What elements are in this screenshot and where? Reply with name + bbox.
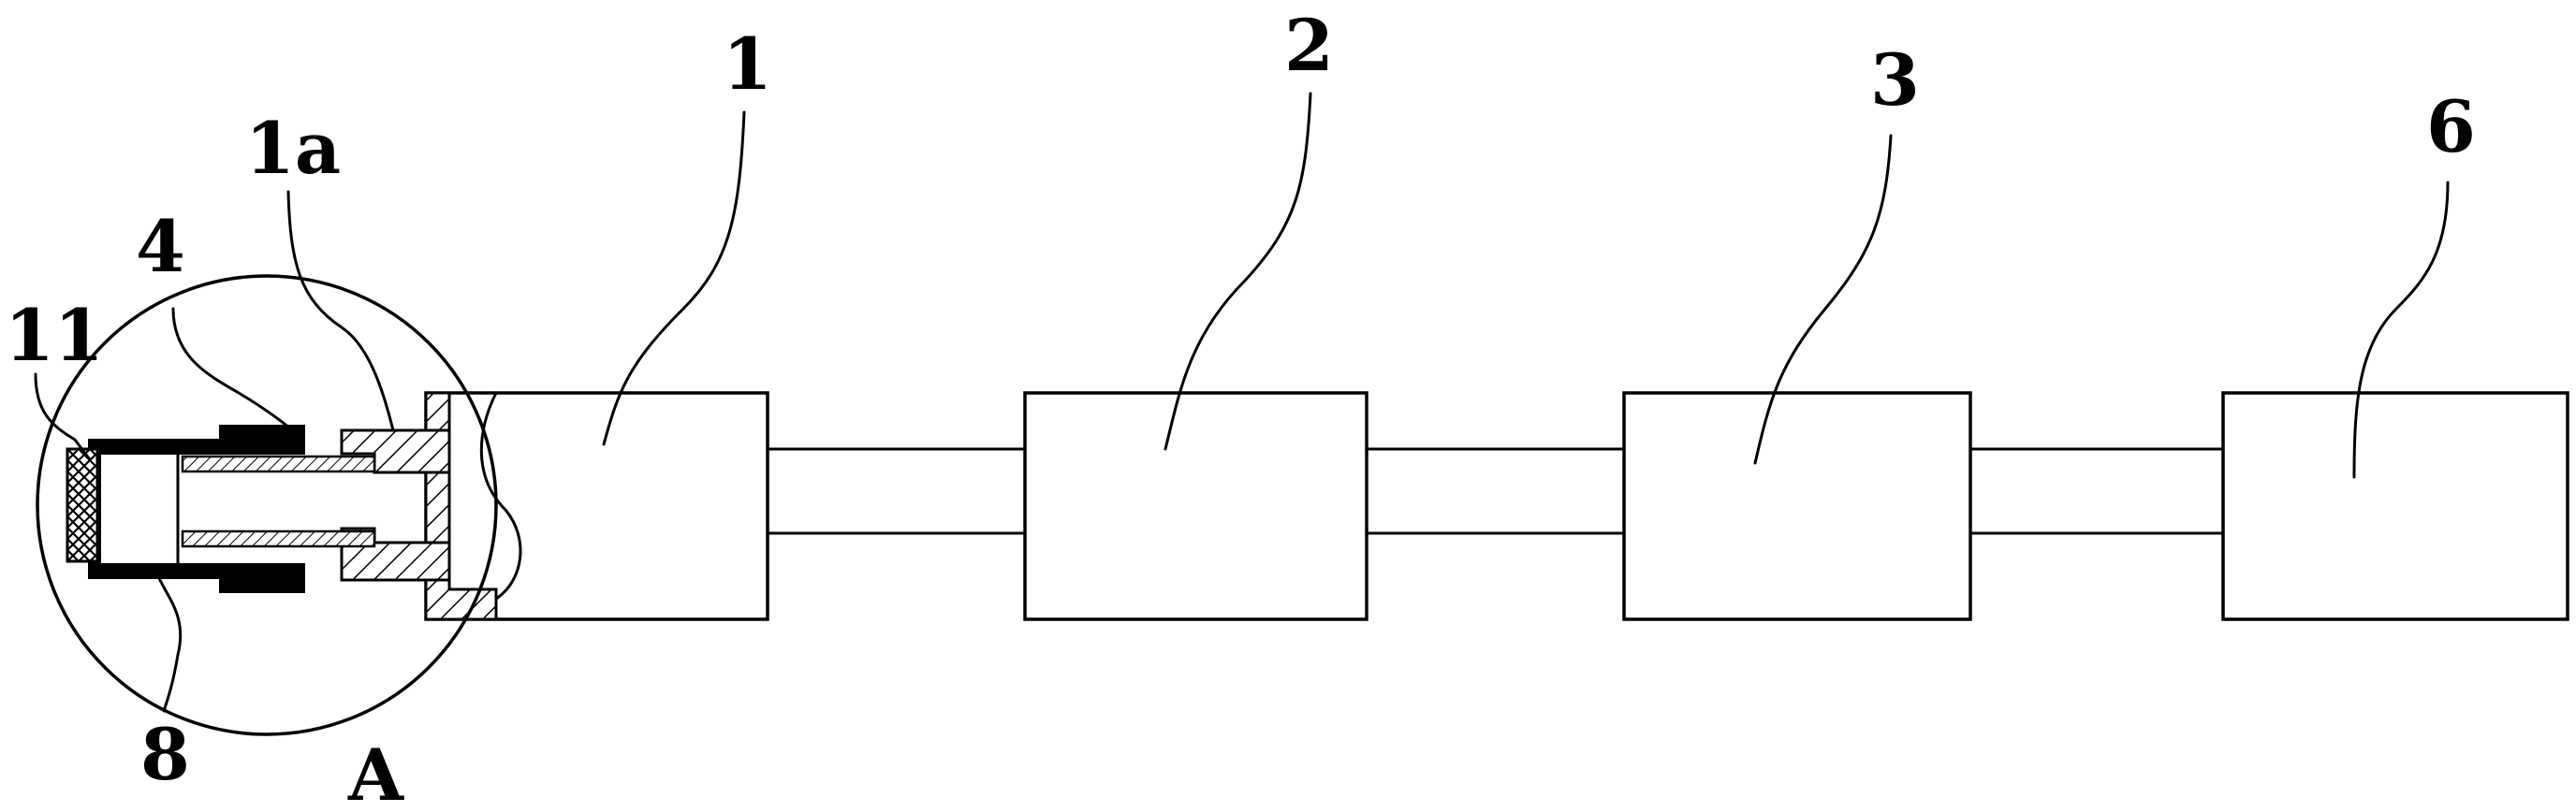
break-line: [479, 391, 522, 601]
nut-bottom: [219, 565, 305, 593]
connector-assembly: [66, 391, 498, 621]
leader-1: [602, 110, 746, 446]
leader-8: [157, 576, 183, 713]
label-11: 11: [5, 294, 104, 377]
label-3: 3: [1870, 38, 1920, 122]
block-1: [424, 391, 769, 621]
label-2: 2: [1284, 4, 1334, 87]
inner-sleeve-top: [181, 455, 376, 473]
cap-11: [66, 447, 99, 563]
label-a: A: [347, 733, 404, 812]
inner-sleeve-bottom: [181, 529, 376, 548]
label-6: 6: [2426, 85, 2476, 168]
label-4: 4: [136, 205, 185, 288]
block-2: [1023, 391, 1368, 621]
leader-1a: [286, 190, 395, 432]
detail-circle-a: [36, 274, 498, 736]
connector-2-3: [1367, 447, 1624, 535]
connector-1-2: [768, 447, 1025, 535]
label-8: 8: [140, 713, 190, 796]
leader-6: [2352, 181, 2450, 479]
connector-3-6: [1970, 447, 2223, 535]
block-3: [1622, 391, 1972, 621]
label-1a: 1a: [245, 107, 341, 190]
label-1: 1: [723, 22, 772, 106]
leader-3: [1753, 134, 1893, 465]
leader-2: [1164, 92, 1312, 451]
leader-4: [171, 307, 297, 434]
leader-11: [34, 372, 91, 460]
block-6: [2221, 391, 2569, 621]
